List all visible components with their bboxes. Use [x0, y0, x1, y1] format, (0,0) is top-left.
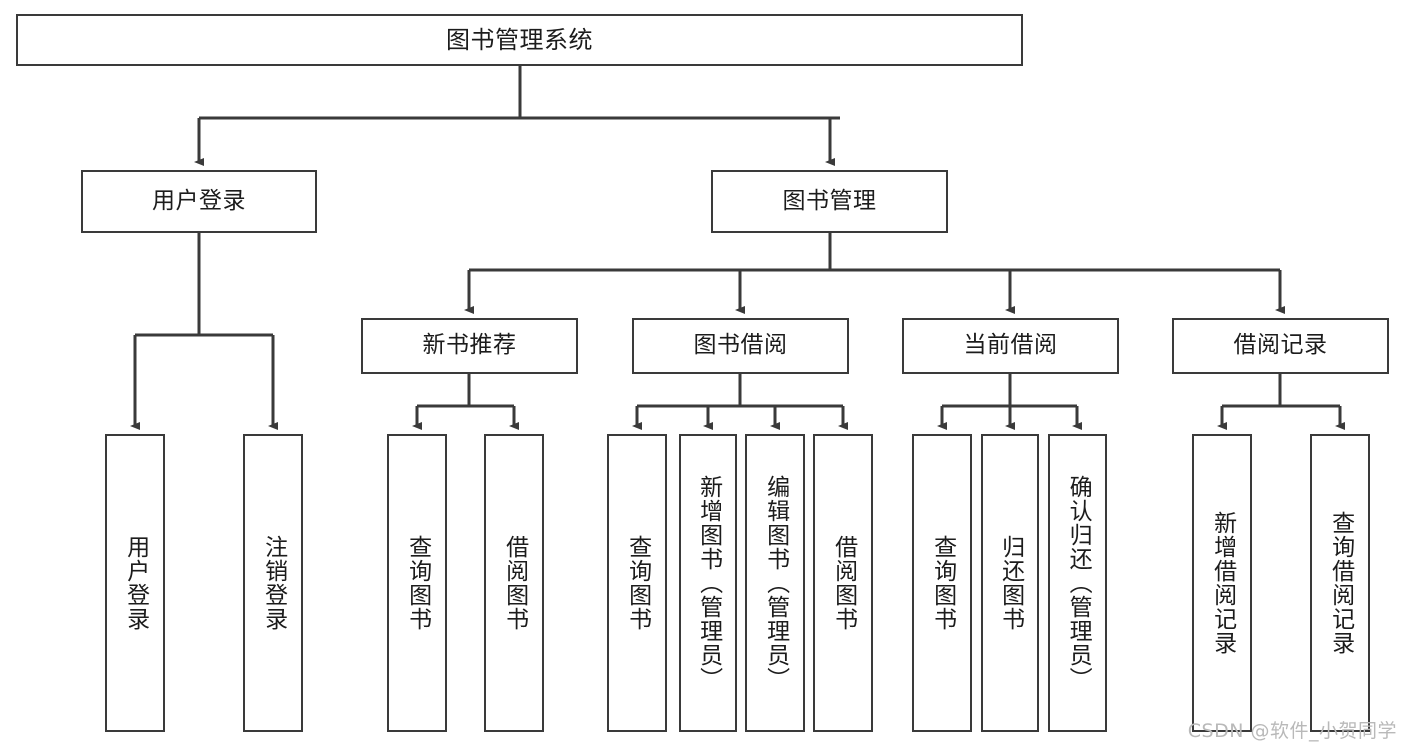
node-book-management[interactable]: 图书管理	[711, 170, 948, 233]
node-new-book-recommend[interactable]: 新书推荐	[361, 318, 578, 374]
leaf-borrow-edit-book-admin[interactable]: 编辑图书（管理员）	[745, 434, 805, 732]
leaf-borrow-query-book[interactable]: 查询图书	[607, 434, 667, 732]
node-borrow-record[interactable]: 借阅记录	[1172, 318, 1389, 374]
leaf-borrow-borrow-book[interactable]: 借阅图书	[813, 434, 873, 732]
leaf-record-add-record[interactable]: 新增借阅记录	[1192, 434, 1252, 732]
node-user-login[interactable]: 用户登录	[81, 170, 317, 233]
leaf-new-book-borrow[interactable]: 借阅图书	[484, 434, 544, 732]
node-current-borrow[interactable]: 当前借阅	[902, 318, 1119, 374]
leaf-current-return-book[interactable]: 归还图书	[981, 434, 1039, 732]
leaf-user-login-signin[interactable]: 用户登录	[105, 434, 165, 732]
leaf-user-login-signout[interactable]: 注销登录	[243, 434, 303, 732]
leaf-current-query-book[interactable]: 查询图书	[912, 434, 972, 732]
leaf-record-query-record[interactable]: 查询借阅记录	[1310, 434, 1370, 732]
leaf-new-book-query[interactable]: 查询图书	[387, 434, 447, 732]
node-root-system[interactable]: 图书管理系统	[16, 14, 1023, 66]
leaf-borrow-add-book-admin[interactable]: 新增图书（管理员）	[679, 434, 737, 732]
node-book-borrow[interactable]: 图书借阅	[632, 318, 849, 374]
leaf-current-confirm-return-admin[interactable]: 确认归还（管理员）	[1048, 434, 1107, 732]
